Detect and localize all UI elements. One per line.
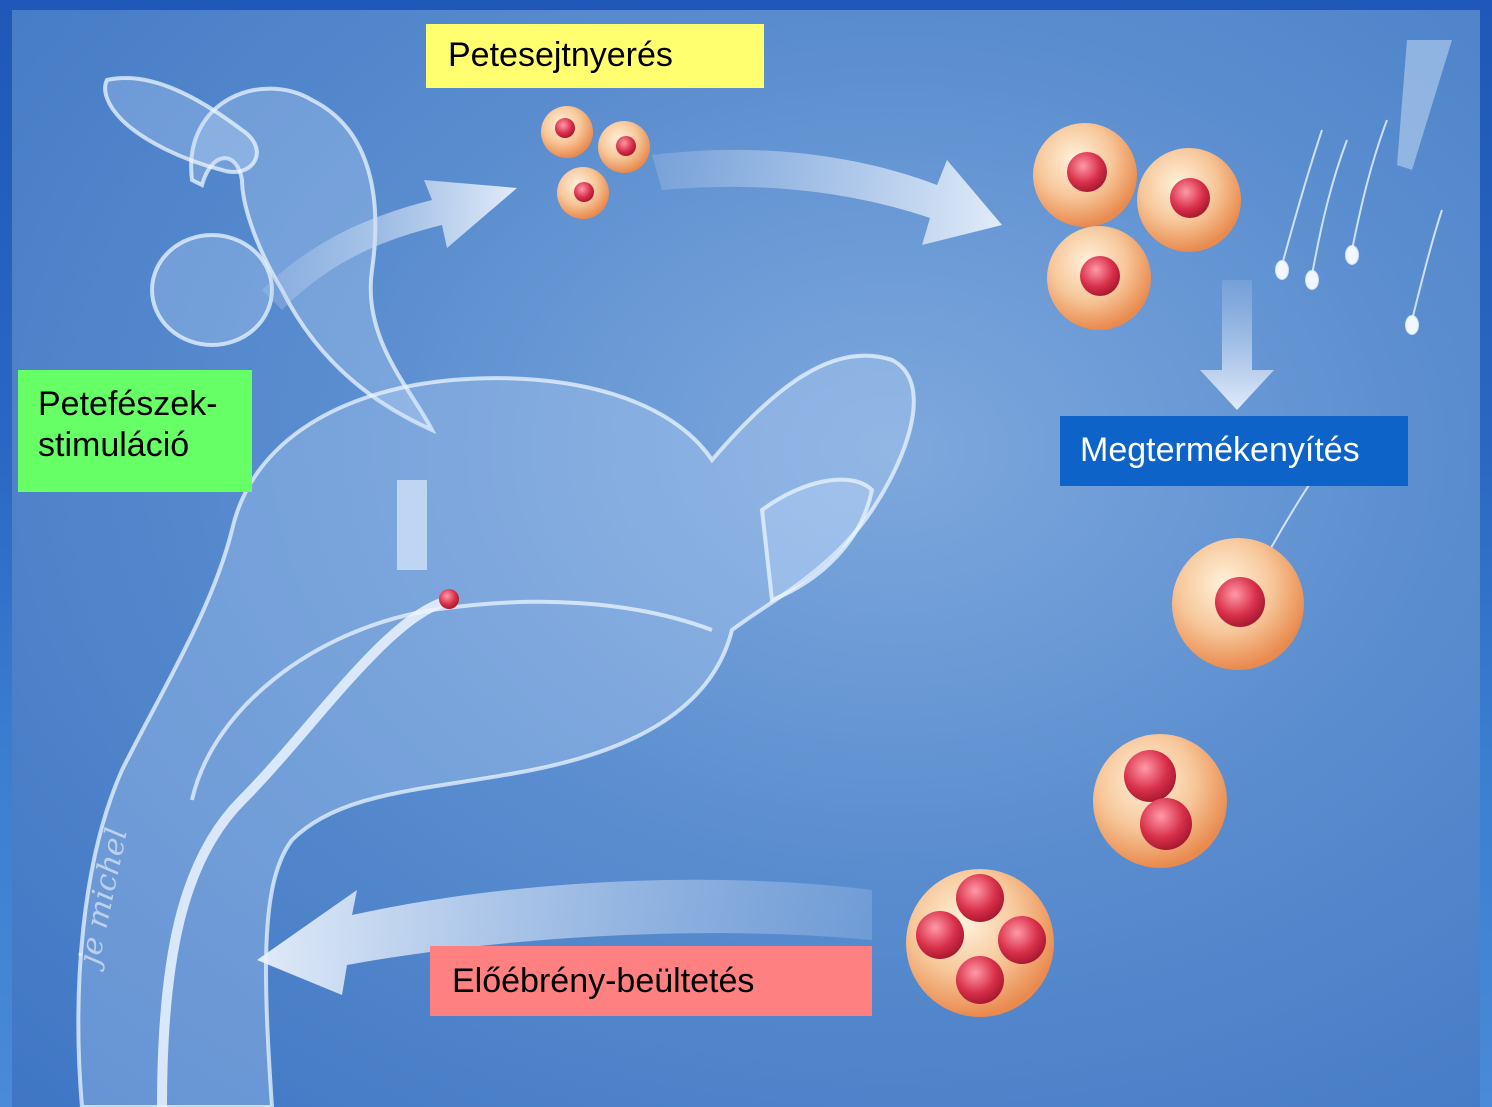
transferred-embryo xyxy=(439,589,459,609)
label-egg-retrieval: Petesejtnyerés xyxy=(426,24,764,88)
pipette xyxy=(1397,40,1452,170)
sperm-cells xyxy=(1260,120,1442,570)
mature-eggs xyxy=(1033,123,1241,330)
label-stimulation-line1: Petefészek- xyxy=(38,384,252,425)
label-ovarian-stimulation: Petefészek- stimuláció xyxy=(18,370,252,492)
arrow-eggs-to-fertilization xyxy=(1200,280,1274,410)
label-stimulation-line2: stimuláció xyxy=(38,425,252,466)
ivf-illustration: je michel xyxy=(12,10,1480,1107)
zygote xyxy=(1172,538,1304,670)
label-fertilization: Megtermékenyítés xyxy=(1060,416,1408,486)
label-embryo-transfer: Előébrény-beültetés xyxy=(430,946,872,1016)
arrow-retrieval-to-eggs xyxy=(652,150,1002,245)
illustration-graphic xyxy=(12,10,1480,1107)
retrieved-eggs xyxy=(541,106,650,219)
four-cell-embryo xyxy=(906,869,1054,1017)
two-cell-embryo xyxy=(1093,734,1227,868)
